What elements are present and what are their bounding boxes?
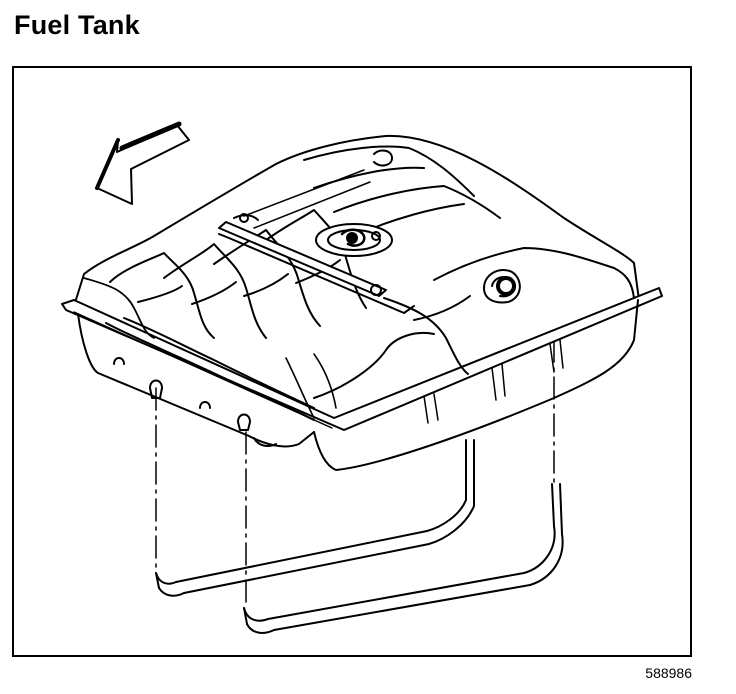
fuel-tank-strap-right: [243, 339, 564, 634]
fuel-pump-module-icon: [239, 213, 393, 296]
fuel-tank-illustration: [61, 121, 663, 634]
fuel-tank-strap-left: [155, 387, 475, 597]
figure-frame: [12, 66, 692, 657]
fuel-tank-body: [61, 134, 663, 471]
figure-number: 588986: [645, 665, 692, 681]
page-title: Fuel Tank: [14, 10, 140, 40]
direction-arrow-icon: [95, 121, 190, 205]
filler-neck-port-icon: [483, 269, 521, 304]
